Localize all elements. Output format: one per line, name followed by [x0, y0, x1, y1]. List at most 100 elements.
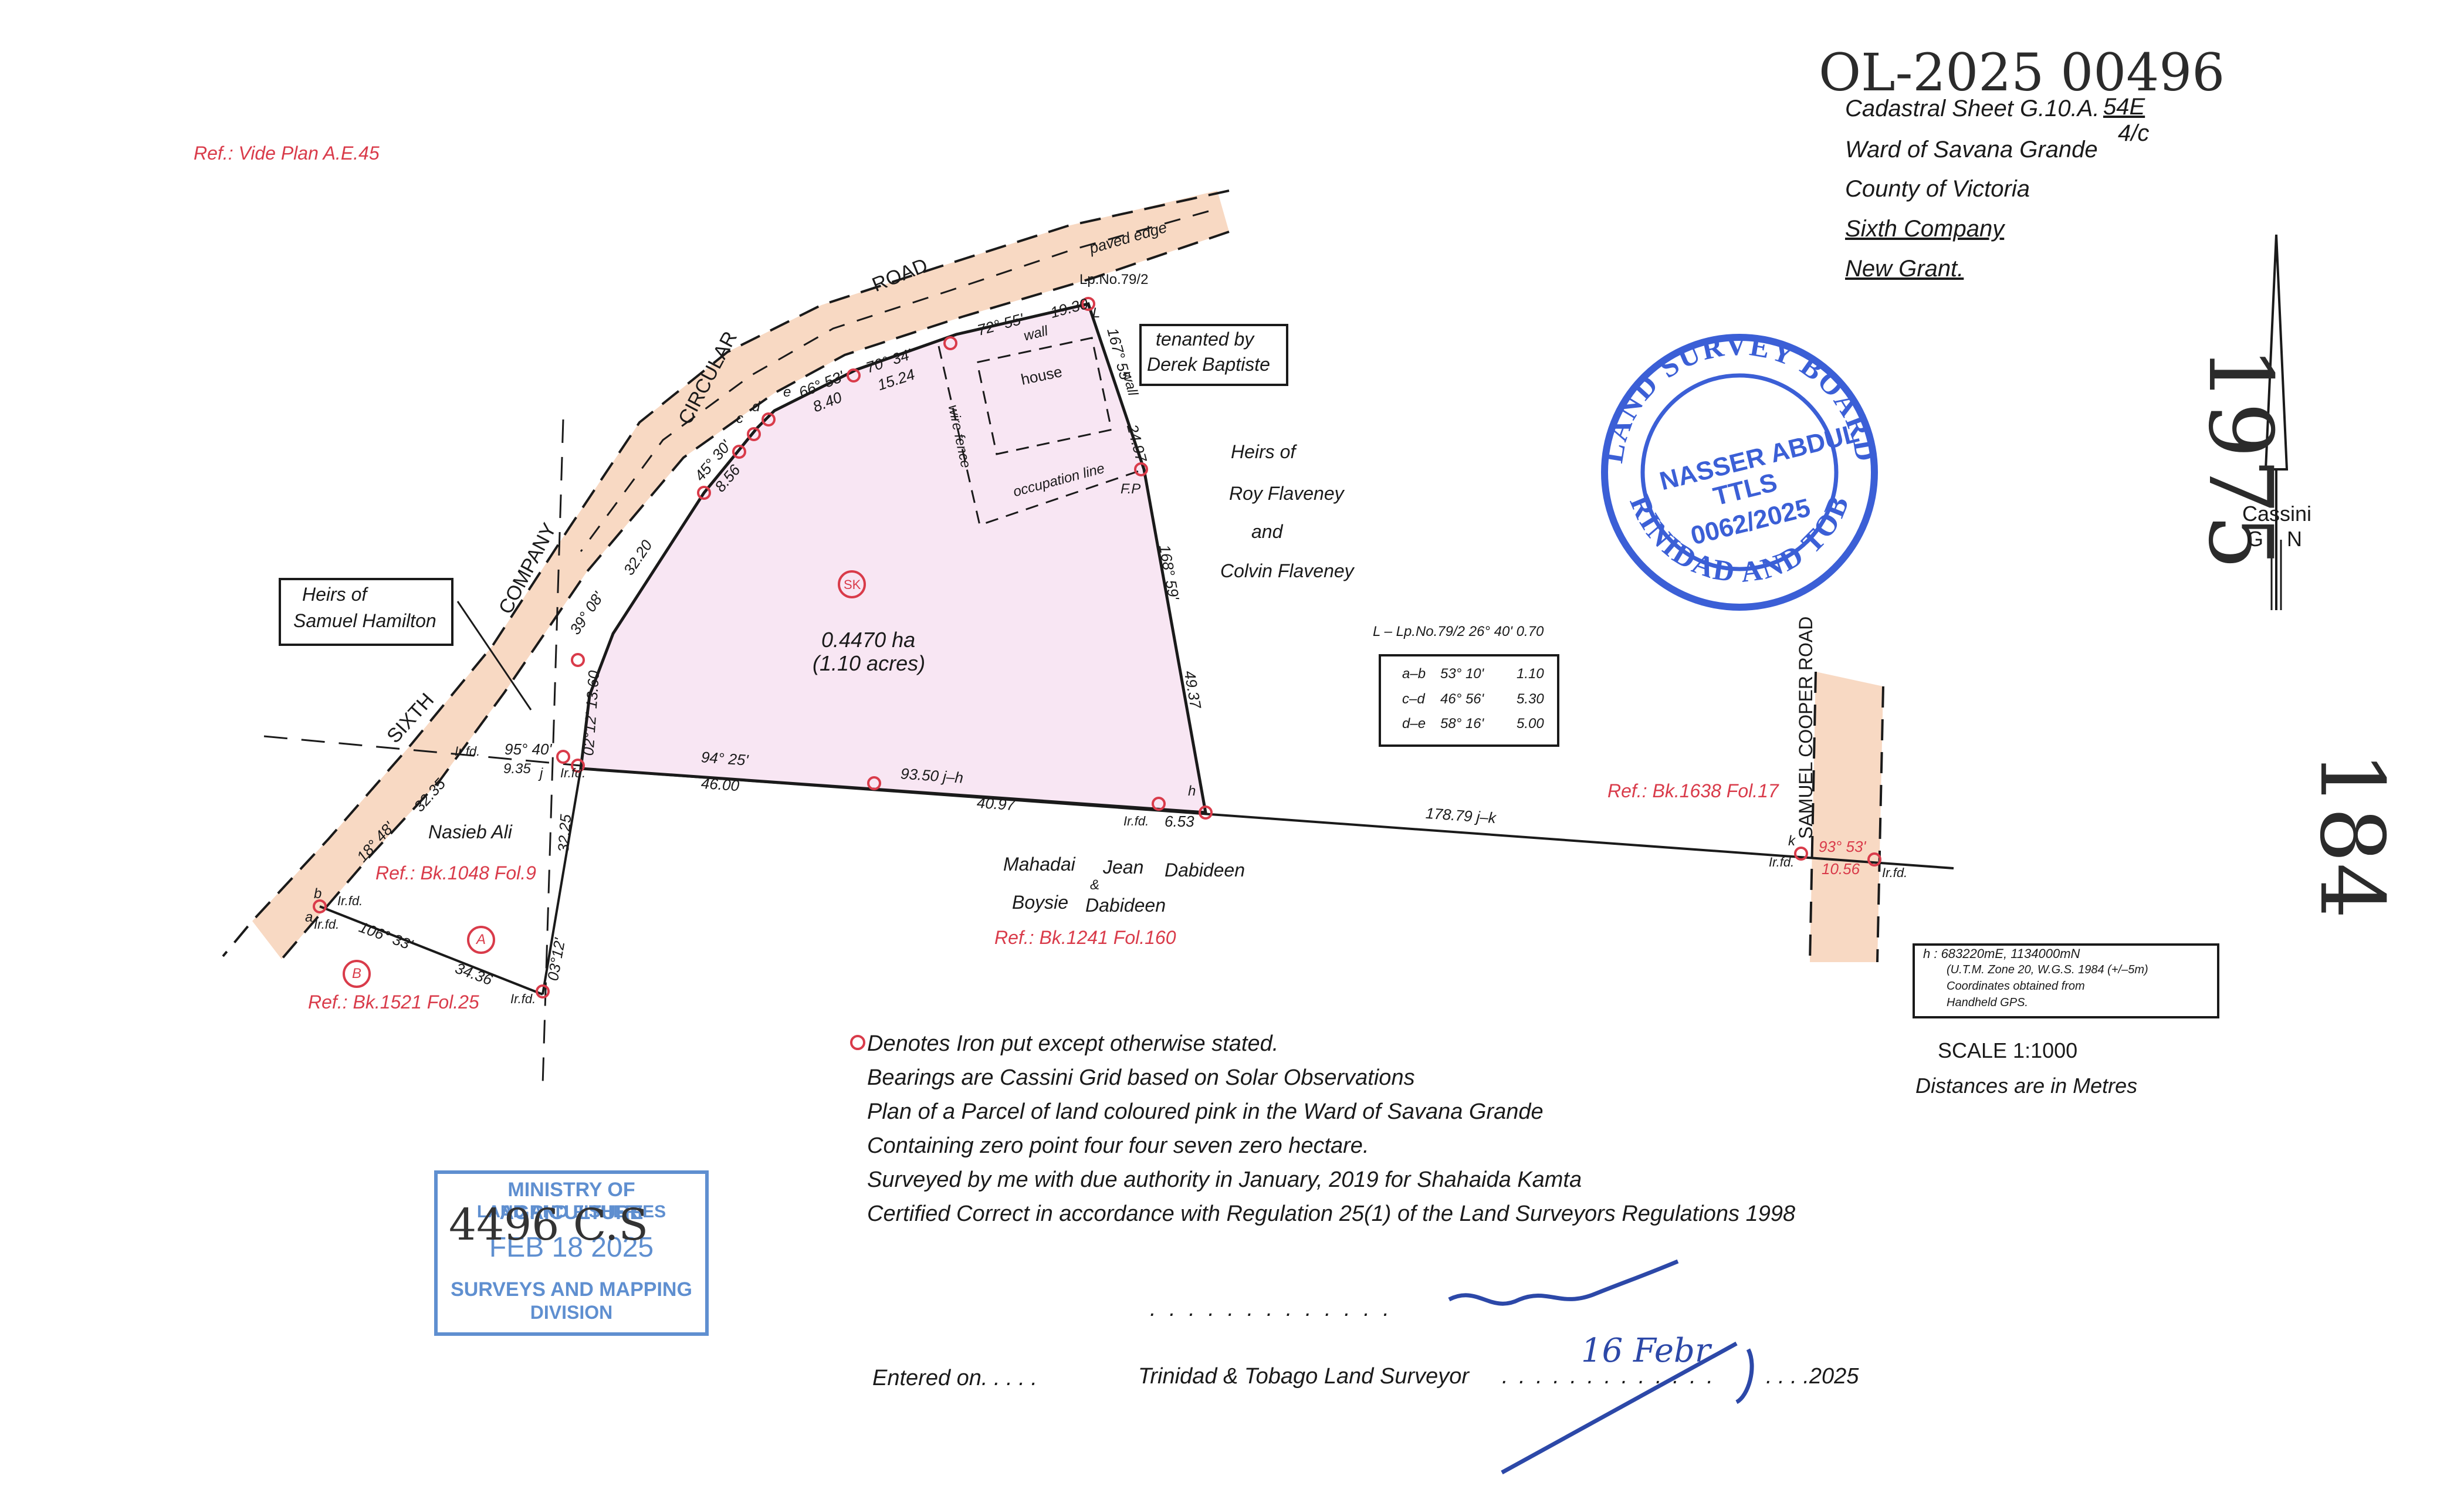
mark-a: A: [476, 932, 486, 947]
note-2: Bearings are Cassini Grid based on Solar…: [867, 1065, 1415, 1090]
company: Sixth Company: [1845, 216, 2005, 242]
pt-b: b: [314, 886, 322, 902]
curve-3-bearing: 58° 16': [1440, 716, 1484, 732]
pt-k: k: [1788, 833, 1795, 849]
curve-2-dist: 5.30: [1517, 691, 1544, 707]
irfd-8: Ir.fd.: [510, 991, 536, 1006]
ministry-handwritten: 4496 C.S: [449, 1200, 649, 1250]
irfd-4: Ir.fd.: [1769, 855, 1795, 869]
registry-number-top: 1975: [2189, 346, 2291, 570]
iron-marks: [313, 297, 1881, 999]
roy-line3: and: [1251, 521, 1283, 542]
ref-bk1241: Ref.: Bk.1241 Fol.160: [994, 927, 1176, 948]
curve-table: [1379, 654, 1559, 747]
fp-label: F.P: [1121, 481, 1141, 497]
ref-vide-plan: Ref.: Vide Plan A.E.45: [194, 143, 380, 164]
tenanted-line1: tenanted by: [1156, 329, 1254, 350]
signature-dots: . . . . . . . . . . . . .: [1150, 1297, 1393, 1321]
north-n-label: N: [2287, 527, 2302, 551]
pt-L: L: [1092, 305, 1101, 321]
irfd-6: Ir.fd.: [337, 893, 363, 908]
ministry-line4: DIVISION: [530, 1302, 613, 1323]
curve-1-bearing: 53° 10': [1440, 666, 1484, 682]
mark-sk-circle: [838, 570, 866, 598]
county: County of Victoria: [1845, 176, 2030, 202]
distance-units: Distances are in Metres: [1915, 1074, 2138, 1098]
cadastral-sheet: Cadastral Sheet G.10.A.: [1845, 96, 2100, 121]
ref-bk1048: Ref.: Bk.1048 Fol.9: [375, 862, 536, 884]
ref-bk1638: Ref.: Bk.1638 Fol.17: [1607, 780, 1779, 801]
mahadai-1: Mahadai: [1003, 854, 1075, 875]
note-4: Containing zero point four four seven ze…: [867, 1133, 1369, 1158]
m-b93: 93° 53': [1819, 838, 1866, 855]
lp-line: L – Lp.No.79/2 26° 40' 0.70: [1373, 624, 1544, 639]
surveyor-title: Trinidad & Tobago Land Surveyor: [1138, 1364, 1470, 1389]
m-b95: 95° 40': [505, 740, 552, 758]
coords-box: [1913, 943, 2219, 1018]
roy-line2: Roy Flaveney: [1229, 483, 1344, 504]
mark-sk: SK: [844, 577, 861, 592]
m-d653: 6.53: [1165, 813, 1194, 830]
footer-year: . . . .2025: [1766, 1364, 1859, 1389]
note-6: Certified Correct in accordance with Reg…: [867, 1201, 1796, 1226]
coords-3: Coordinates obtained from: [1947, 980, 2085, 993]
pt-a: a: [305, 909, 313, 925]
pt-e: e: [783, 384, 791, 400]
road-edge-outer: [222, 189, 1230, 957]
roy-line4: Colvin Flaveney: [1220, 560, 1354, 581]
note-1: Denotes Iron put except otherwise stated…: [867, 1031, 1279, 1056]
mahadai-4: Boysie: [1012, 892, 1069, 913]
entered-on: Entered on. . . . .: [872, 1366, 1037, 1390]
coords-4: Handheld GPS.: [1947, 996, 2028, 1009]
scale: SCALE 1:1000: [1938, 1038, 2078, 1062]
note-5: Surveyed by me with due authority in Jan…: [867, 1167, 1582, 1192]
boundary-south: [541, 768, 582, 995]
coords-2: (U.T.M. Zone 20, W.G.S. 1984 (+/–5m): [1947, 963, 2148, 976]
mark-b: B: [352, 966, 362, 981]
curve-2-seg: c–d: [1402, 691, 1425, 707]
irfd-3: Ir.fd.: [1123, 814, 1149, 828]
hamilton-box: [279, 578, 453, 646]
m-d935: 9.35: [503, 761, 531, 777]
road-band-samuel-cooper: [1810, 672, 1883, 962]
file-number: OL-2025 00496: [1819, 42, 2225, 103]
mahadai-2: Jean: [1103, 857, 1144, 878]
road-label-samuel-cooper: SAMUEL COOPER ROAD: [1795, 616, 1816, 839]
ministry-date: FEB 18 2025: [489, 1232, 654, 1263]
parcel-area-ha: 0.4470 ha: [821, 628, 916, 652]
grant: New Grant.: [1845, 256, 1964, 282]
curve-1-seg: a–b: [1402, 666, 1426, 682]
road-centre-line: [580, 210, 1209, 552]
boundary-j-k: [580, 767, 1954, 869]
m-d40: 40.97: [976, 793, 1016, 814]
m-d46: 46.00: [700, 774, 740, 795]
m-d1056: 10.56: [1822, 860, 1860, 878]
surveyor-signature: [1448, 1259, 1679, 1306]
curve-2-bearing: 46° 56': [1440, 691, 1484, 707]
pt-d: d: [752, 399, 760, 415]
ministry-line1: MINISTRY OF AGRICULTURE: [499, 1179, 644, 1224]
curve-3-seg: d–e: [1402, 716, 1426, 732]
pt-c: c: [736, 411, 743, 427]
signature-date: 16 Febr: [1581, 1332, 1711, 1370]
mark-b-circle: [343, 960, 371, 988]
legend-iron-circle: [850, 1035, 865, 1050]
curve-3-dist: 5.00: [1517, 716, 1544, 732]
parcel-area-ac: (1.10 acres): [813, 651, 926, 675]
coords-1: h : 683220mE, 1134000mN: [1923, 946, 2080, 961]
cadastral-sheet-code: 54E: [2103, 94, 2145, 120]
ministry-stamp: MINISTRY OF AGRICULTURE LAND AND FISHERI…: [434, 1170, 709, 1336]
road-edge-inner: [280, 231, 1230, 960]
mahadai-5: Dabideen: [1085, 895, 1166, 916]
north-cassini-label: Cassini: [2242, 502, 2312, 526]
roy-line1: Heirs of: [1231, 441, 1296, 462]
ministry-line2: LAND AND FISHERIES: [476, 1202, 666, 1221]
note-3: Plan of a Parcel of land coloured pink i…: [867, 1099, 1544, 1124]
wire-fence-line: [937, 346, 1145, 526]
curve-1-dist: 1.10: [1517, 666, 1544, 682]
irfd-1: Ir.fd.: [455, 744, 480, 759]
irfd-5: Ir.fd.: [1882, 865, 1908, 880]
m-b94: 94° 25': [700, 748, 749, 769]
pt-h: h: [1188, 783, 1196, 799]
cadastral-sheet-sub: 4/c: [2118, 120, 2150, 146]
